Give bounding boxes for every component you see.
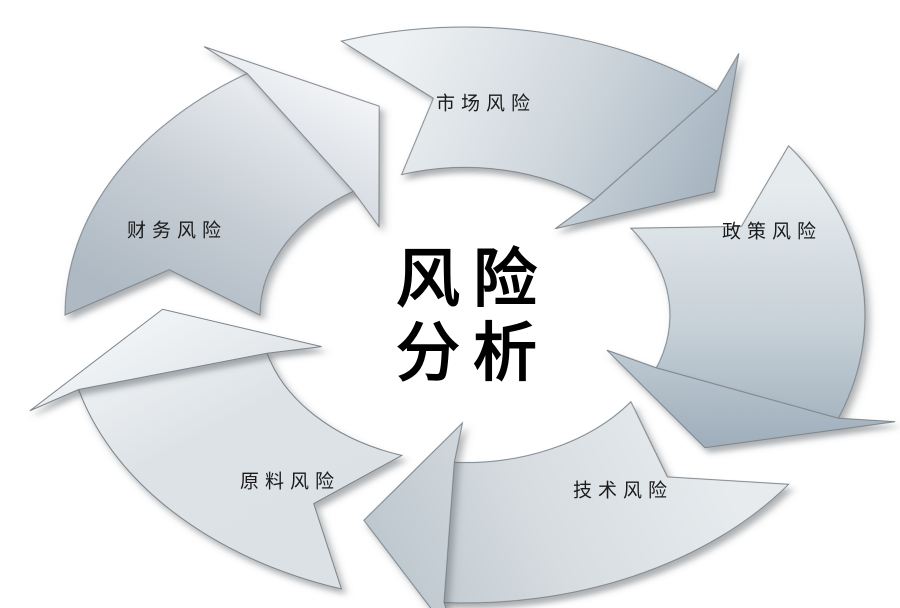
center-title-line2: 分析 [396, 318, 550, 389]
arrow-body-market-risk [293, 0, 750, 259]
label-financial-risk: 财务风险 [126, 220, 228, 242]
arrow-body-raw-material-risk [77, 351, 402, 589]
arrow-head-raw-material-risk [30, 309, 322, 411]
arrow-body-policy-risk [545, 120, 900, 450]
arrow-body-financial-risk [0, 60, 398, 356]
label-technology-risk: 技术风险 [572, 480, 674, 502]
label-market-risk: 市场风险 [435, 93, 537, 115]
arrow-body-technology-risk [392, 369, 807, 608]
arrow-head-technology-risk [323, 411, 547, 608]
arrow-head-financial-risk [204, 15, 428, 246]
center-title: 风险 分析 [396, 243, 550, 391]
label-raw-material-risk: 原料风险 [239, 471, 341, 493]
center-title-line1: 风险 [396, 244, 550, 315]
label-policy-risk: 政策风险 [721, 221, 823, 243]
arrow-head-policy-risk [576, 298, 895, 504]
arrow-head-market-risk [503, 53, 822, 259]
